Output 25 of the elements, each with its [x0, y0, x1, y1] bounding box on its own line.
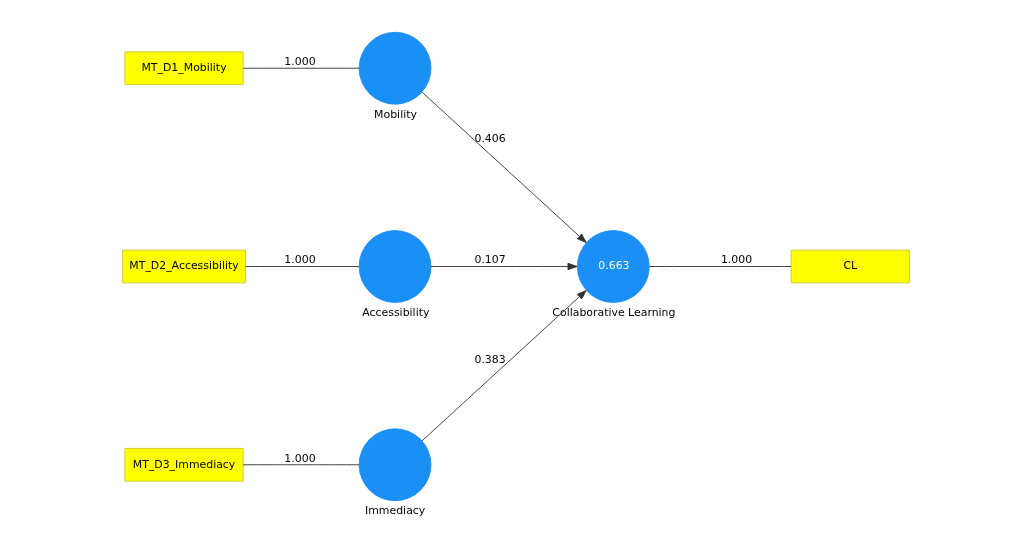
node-label: Immediacy — [365, 504, 426, 518]
edge-label: 1.000 — [720, 253, 753, 267]
edge-label: 0.383 — [474, 352, 506, 366]
edge-label: 1.000 — [284, 253, 316, 267]
node-label: Accessibility — [362, 306, 430, 320]
node-circle — [358, 428, 432, 502]
node-circle — [358, 31, 432, 105]
node-box: CL — [790, 249, 910, 284]
node-circle — [358, 230, 432, 303]
edge-label: 1.000 — [284, 451, 316, 465]
edge-label: 1.000 — [284, 55, 316, 69]
connector — [648, 266, 792, 267]
node-box: MT_D1_Mobility — [124, 51, 244, 86]
arrow — [421, 91, 587, 243]
node-label: Mobility — [374, 107, 417, 121]
edge-label: 0.107 — [474, 253, 506, 267]
edge-label: 0.406 — [474, 131, 506, 145]
node-box: MT_D2_Accessibility — [122, 249, 246, 284]
arrow — [430, 262, 578, 271]
node-label: Collaborative Learning — [552, 306, 676, 320]
connector — [245, 266, 360, 267]
arrow — [421, 290, 587, 442]
node-box: MT_D3_Immediacy — [124, 447, 244, 482]
connector — [242, 67, 360, 69]
connector — [242, 464, 360, 466]
